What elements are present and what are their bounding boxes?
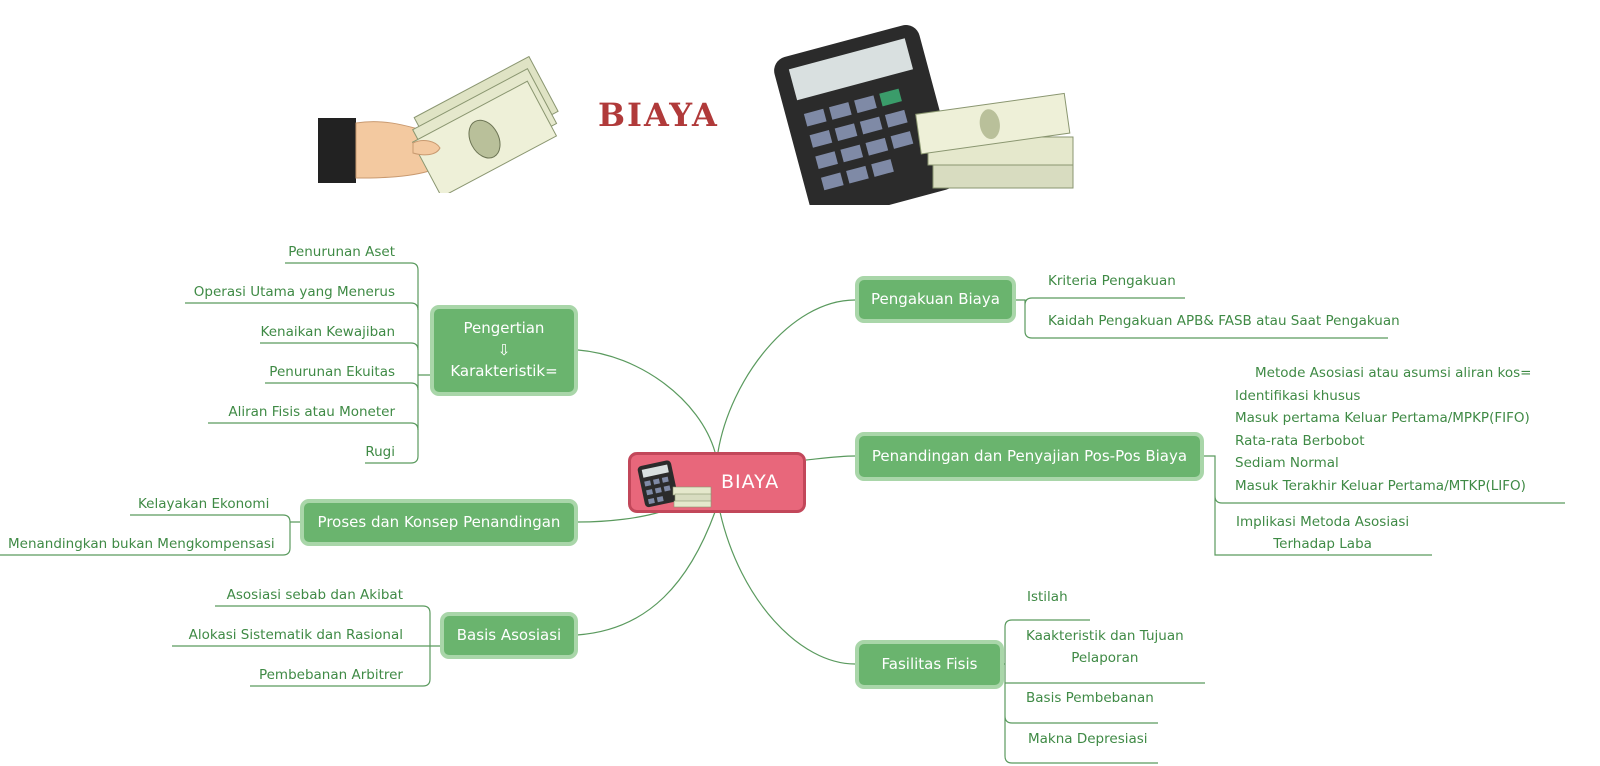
central-topic-label: BIAYA: [721, 471, 780, 493]
implikasi-line2: Terhadap Laba: [1273, 536, 1372, 552]
implikasi-line1: Implikasi Metoda Asosiasi: [1236, 514, 1410, 530]
node-penandingan-penyajian[interactable]: Penandingan dan Penyajian Pos-Pos Biaya: [855, 432, 1204, 481]
node-basis-asosiasi[interactable]: Basis Asosiasi: [440, 612, 578, 659]
leaf-item[interactable]: Operasi Utama yang Menerus: [193, 284, 395, 300]
leaf-item[interactable]: Kelayakan Ekonomi: [138, 496, 270, 512]
metode-line: Masuk pertama Keluar Pertama/MPKP(FIFO): [1235, 410, 1530, 426]
calculator-money-illustration: [774, 25, 1074, 205]
leaf-item[interactable]: Kaidah Pengakuan APB& FASB atau Saat Pen…: [1048, 313, 1400, 329]
leaf-item[interactable]: Aliran Fisis atau Moneter: [228, 404, 395, 420]
leaf-item[interactable]: Alokasi Sistematik dan Rasional: [188, 627, 403, 643]
node-label: Penandingan dan Penyajian Pos-Pos Biaya: [871, 446, 1188, 465]
leaf-item[interactable]: Kriteria Pengakuan: [1048, 273, 1176, 289]
calculator-money-icon: [637, 460, 712, 508]
leaf-karakteristik-tujuan[interactable]: Kaakteristik dan Tujuan Pelaporan: [1026, 625, 1184, 669]
tujuan-line1: Kaakteristik dan Tujuan: [1026, 628, 1184, 644]
link-basis: [576, 511, 716, 636]
link-penandingan: [805, 455, 856, 461]
node-proses-konsep-penandingan[interactable]: Proses dan Konsep Penandingan: [300, 499, 578, 546]
node-pengertian-line2: Karakteristik=: [450, 362, 558, 381]
node-pengertian[interactable]: Pengertian ⇩ Karakteristik=: [430, 305, 578, 396]
bracket-pengakuan: [1015, 297, 1388, 339]
node-label: Proses dan Konsep Penandingan: [317, 512, 561, 531]
metode-line: Sediam Normal: [1235, 455, 1339, 471]
leaf-item[interactable]: Basis Pembebanan: [1026, 690, 1154, 706]
bracket-fasilitas: [1003, 619, 1205, 764]
bracket-proses: [0, 514, 300, 556]
link-proses: [577, 511, 661, 523]
leaf-item[interactable]: Kenaikan Kewajiban: [260, 324, 395, 340]
metode-heading: Metode Asosiasi atau asumsi aliran kos=: [1255, 365, 1532, 381]
metode-line: Masuk Terakhir Keluar Pertama/MTKP(LIFO): [1235, 477, 1526, 494]
link-fasilitas: [719, 511, 856, 665]
leaf-metode-asosiasi[interactable]: Metode Asosiasi atau asumsi aliran kos= …: [1235, 362, 1532, 497]
page-title: BIAYA: [598, 96, 719, 134]
bracket-basis: [172, 605, 440, 687]
tujuan-line2: Pelaporan: [1071, 650, 1139, 666]
leaf-item[interactable]: Menandingkan bukan Mengkompensasi: [8, 536, 275, 552]
leaf-item[interactable]: Makna Depresiasi: [1028, 731, 1148, 747]
node-label: Basis Asosiasi: [456, 625, 562, 644]
bracket-penandingan: [1203, 455, 1565, 556]
node-pengakuan-biaya[interactable]: Pengakuan Biaya: [855, 276, 1016, 323]
node-pengertian-line1: Pengertian: [463, 318, 545, 337]
leaf-item[interactable]: Rugi: [365, 444, 395, 460]
leaf-implikasi[interactable]: Implikasi Metoda Asosiasi Terhadap Laba: [1236, 511, 1409, 555]
down-arrow-icon: ⇩: [497, 340, 511, 359]
leaf-item[interactable]: Penurunan Ekuitas: [269, 364, 395, 380]
link-pengakuan: [717, 299, 856, 453]
link-pengertian: [577, 349, 716, 453]
node-label: Pengakuan Biaya: [871, 289, 1000, 308]
leaf-item[interactable]: Istilah: [1027, 589, 1068, 605]
node-fasilitas-fisis[interactable]: Fasilitas Fisis: [855, 640, 1004, 689]
leaf-item[interactable]: Penurunan Aset: [288, 244, 395, 260]
bracket-pengertian: [365, 270, 430, 464]
node-label: Fasilitas Fisis: [881, 654, 978, 673]
leaf-item[interactable]: Asosiasi sebab dan Akibat: [226, 587, 403, 603]
metode-line: Rata-rata Berbobot: [1235, 432, 1365, 449]
metode-line: Identifikasi khusus: [1235, 387, 1361, 404]
leaf-item[interactable]: Pembebanan Arbitrer: [258, 667, 403, 683]
hand-money-illustration: [318, 55, 559, 193]
central-topic-biaya[interactable]: BIAYA: [628, 452, 806, 513]
